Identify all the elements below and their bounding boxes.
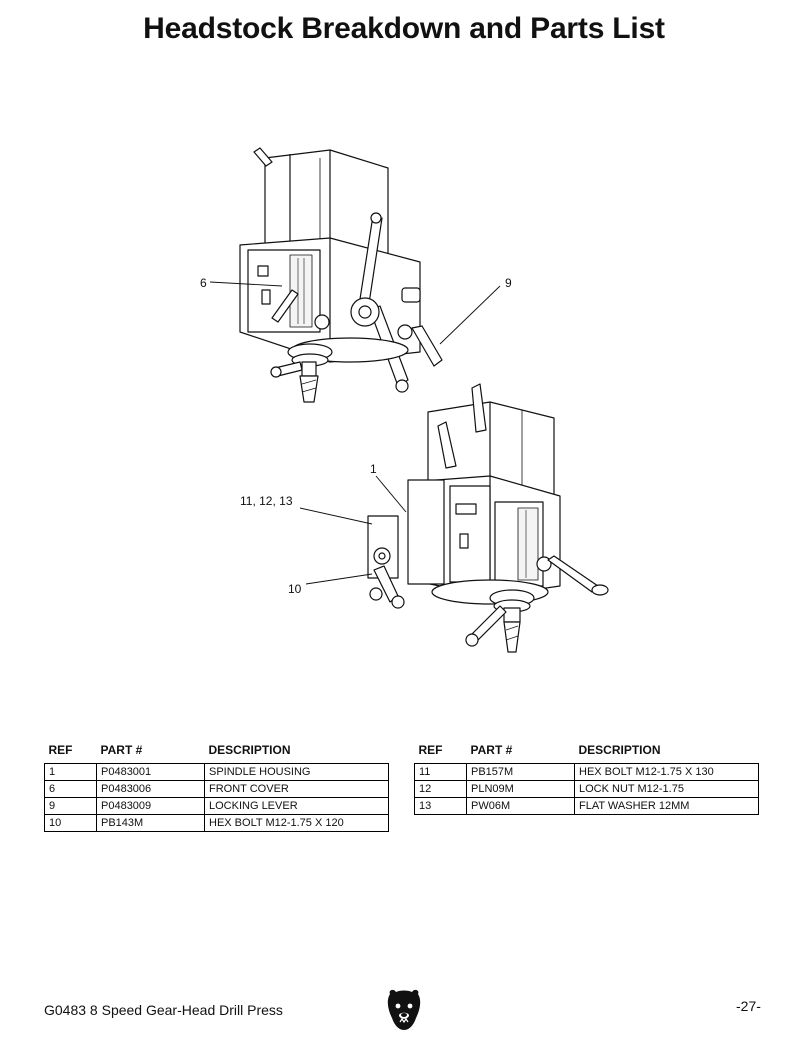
headstock-diagram: [209, 147, 609, 653]
table-header-row: REF PART # DESCRIPTION: [415, 741, 759, 764]
header-description: DESCRIPTION: [208, 743, 291, 757]
footer-model-name: G0483 8 Speed Gear-Head Drill Press: [44, 1002, 283, 1018]
page-title: Headstock Breakdown and Parts List: [143, 12, 665, 45]
callout-1: 1: [370, 462, 377, 476]
cell-part: PB143M: [96, 814, 205, 832]
cell-part: PB157M: [466, 763, 575, 781]
table-row: 12 PLN09M LOCK NUT M12-1.75: [414, 780, 759, 798]
header-ref: REF: [418, 743, 443, 757]
cell-part: P0483006: [96, 780, 205, 798]
parts-table-right: REF PART # DESCRIPTION 11 PB157M HEX BOL…: [414, 741, 759, 815]
cell-ref: 6: [44, 780, 97, 798]
header-ref: REF: [48, 743, 73, 757]
header-part: PART #: [100, 743, 143, 757]
cell-ref: 12: [414, 780, 467, 798]
table-row: 13 PW06M FLAT WASHER 12MM: [414, 797, 759, 815]
parts-table-left: REF PART # DESCRIPTION 1 P0483001 SPINDL…: [44, 741, 389, 832]
callout-9: 9: [505, 276, 512, 290]
cell-description: HEX BOLT M12-1.75 X 120: [204, 814, 389, 832]
table-row: 9 P0483009 LOCKING LEVER: [44, 797, 389, 815]
header-part: PART #: [470, 743, 513, 757]
cell-ref: 1: [44, 763, 97, 781]
cell-ref: 10: [44, 814, 97, 832]
cell-ref: 13: [414, 797, 467, 815]
cell-description: SPINDLE HOUSING: [204, 763, 389, 781]
table-row: 1 P0483001 SPINDLE HOUSING: [44, 763, 389, 781]
cell-part: P0483001: [96, 763, 205, 781]
callout-6: 6: [200, 276, 207, 290]
table-row: 11 PB157M HEX BOLT M12-1.75 X 130: [414, 763, 759, 781]
table-header-row: REF PART # DESCRIPTION: [45, 741, 389, 764]
cell-part: PLN09M: [466, 780, 575, 798]
cell-part: P0483009: [96, 797, 205, 815]
header-description: DESCRIPTION: [578, 743, 661, 757]
cell-description: LOCKING LEVER: [204, 797, 389, 815]
cell-ref: 11: [414, 763, 467, 781]
cell-description: HEX BOLT M12-1.75 X 130: [574, 763, 759, 781]
callout-10: 10: [288, 582, 302, 596]
table-row: 6 P0483006 FRONT COVER: [44, 780, 389, 798]
callout-11-12-13: 11, 12, 13: [240, 494, 293, 508]
cell-part: PW06M: [466, 797, 575, 815]
cell-description: LOCK NUT M12-1.75: [574, 780, 759, 798]
table-row: 10 PB143M HEX BOLT M12-1.75 X 120: [44, 814, 389, 832]
cell-description: FLAT WASHER 12MM: [574, 797, 759, 815]
page-number: -27-: [736, 998, 761, 1014]
cell-ref: 9: [44, 797, 97, 815]
bear-logo-icon: [387, 989, 421, 1030]
cell-description: FRONT COVER: [204, 780, 389, 798]
